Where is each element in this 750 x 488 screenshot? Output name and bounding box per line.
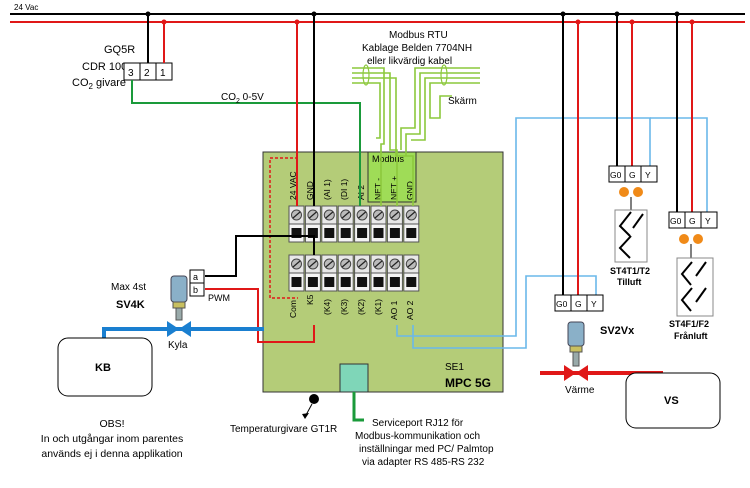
service-port-text: Serviceport RJ12 för Modbus-kommunikatio…: [355, 418, 494, 468]
screw-terminal: [370, 254, 387, 292]
terminal-modbus-gnd: GND: [405, 181, 415, 200]
rj12-port: [339, 363, 369, 393]
co2-sensor-name: GQ5R: [104, 44, 135, 56]
svg-text:G: G: [575, 299, 582, 309]
co2-terminal-3: 3: [128, 68, 134, 79]
sv4k-max: Max 4st: [111, 282, 146, 293]
screw-terminal: [403, 254, 420, 292]
svg-text:G0: G0: [610, 170, 622, 180]
svg-text:VS: VS: [664, 395, 679, 407]
screw-terminal: [337, 205, 354, 243]
svg-text:Temperaturgivare GT1R: Temperaturgivare GT1R: [230, 424, 337, 435]
screw-terminal: [370, 205, 387, 243]
svg-text:Modbus-kommunikation och: Modbus-kommunikation och: [355, 431, 480, 442]
terminal-net-plus: NET +: [389, 176, 399, 200]
svg-text:G: G: [689, 216, 696, 226]
box-kb: KB: [57, 337, 153, 397]
co2-terminal-2: 2: [144, 68, 150, 79]
supply-label: 24 Vac: [14, 3, 38, 12]
screw-terminal: [354, 205, 371, 243]
controller-model: MPC 5G: [445, 376, 491, 390]
supply-rails: 24 Vac: [10, 3, 745, 23]
actuator-sv2vx: G0 G Y SV2Vx: [554, 294, 635, 367]
modbus-text: Modbus RTU Kablage Belden 7704NH eller l…: [362, 30, 477, 107]
screw-terminal: [304, 205, 321, 243]
internal-link: [269, 157, 298, 299]
terminal-k3: (K3): [339, 299, 349, 315]
terminal-k5: K5: [305, 294, 315, 305]
screw-terminal: [386, 205, 403, 243]
sv4k-name: SV4K: [116, 299, 145, 311]
screw-terminal: [304, 254, 321, 292]
svg-text:CO2 0-5V: CO2 0-5V: [221, 92, 264, 105]
screw-terminal: [337, 254, 354, 292]
screw-terminal: [403, 205, 420, 243]
terminal-k4: (K4): [322, 299, 332, 315]
sv4k-terminal-b: b: [193, 285, 198, 295]
wiring: [131, 11, 708, 422]
terminal-di1: (DI 1): [339, 179, 349, 200]
cooling-label: Kyla: [168, 340, 188, 351]
damper-exhaust: G0 G Y ST4F1/F2 Frånluft: [668, 211, 718, 341]
damper-supply-name: ST4T1/T2: [610, 266, 650, 276]
svg-text:Y: Y: [705, 216, 711, 226]
damper-exhaust-desc: Frånluft: [674, 331, 708, 341]
temp-sensor-gt1r: Temperaturgivare GT1R: [230, 394, 337, 435]
box-vs: VS: [625, 372, 721, 429]
co2-signal-label: CO2 0-5V: [221, 92, 264, 105]
controller-id: SE1: [445, 362, 464, 373]
terminal-k1: (K1): [373, 299, 383, 315]
co2-sensor: GQ5R CDR 100V CO2 givare 3 2 1: [72, 44, 173, 91]
notes: OBS! In och utgångar inom parentes använ…: [41, 418, 183, 460]
damper-supply: G0 G Y ST4T1/T2 Tilluft: [608, 165, 658, 287]
svg-text:Y: Y: [645, 170, 651, 180]
co2-terminal-1: 1: [160, 68, 166, 79]
svg-text:Modbus RTU: Modbus RTU: [389, 30, 448, 41]
screw-terminal: [354, 254, 371, 292]
sv4k-pwm: PWM: [208, 293, 230, 303]
screw-terminal: [288, 205, 305, 243]
cooling-pipe: Kyla: [102, 321, 264, 351]
shield-label: Skärm: [448, 96, 477, 107]
svg-text:OBS!: OBS!: [99, 418, 124, 430]
terminal-com: Com: [288, 300, 298, 318]
terminal-blocks: [288, 205, 420, 292]
sv4k-terminal-a: a: [193, 272, 198, 282]
svg-text:In och utgångar inom parentes: In och utgångar inom parentes: [41, 433, 183, 445]
svg-text:Serviceport RJ12 för: Serviceport RJ12 för: [372, 418, 464, 429]
screw-terminal: [288, 254, 305, 292]
svg-text:inställningar med PC/ Palmtop: inställningar med PC/ Palmtop: [359, 444, 494, 455]
terminal-k2: (K2): [356, 299, 366, 315]
screw-terminal: [321, 254, 338, 292]
sv2vx-name: SV2Vx: [600, 325, 635, 337]
screw-terminal: [386, 254, 403, 292]
terminal-gnd: GND: [305, 181, 315, 200]
svg-text:Kablage Belden 7704NH: Kablage Belden 7704NH: [362, 43, 472, 54]
svg-text:Y: Y: [591, 299, 597, 309]
screw-terminal: [321, 205, 338, 243]
terminal-net-minus: NET -: [373, 178, 383, 200]
actuator-sv4k: a b PWM Max 4st SV4K: [111, 269, 230, 321]
damper-exhaust-name: ST4F1/F2: [669, 319, 709, 329]
terminal-ai1: (AI 1): [322, 179, 332, 200]
svg-text:KB: KB: [95, 362, 111, 374]
heating-label: Värme: [565, 385, 595, 396]
modbus-cable: [352, 64, 480, 206]
svg-text:G0: G0: [670, 216, 682, 226]
svg-text:G0: G0: [556, 299, 568, 309]
co2-sensor-model: CDR 100V: [82, 61, 135, 73]
co2-sensor-type: CO2 givare: [72, 77, 126, 91]
terminal-ao2: AO 2: [405, 300, 415, 320]
svg-text:används ej i denna applikation: används ej i denna applikation: [41, 448, 182, 460]
damper-supply-desc: Tilluft: [617, 277, 641, 287]
terminal-ao1: AO 1: [389, 300, 399, 320]
modbus-label: Modbus: [372, 154, 405, 164]
svg-text:via adapter RS 485-RS 232: via adapter RS 485-RS 232: [362, 457, 485, 468]
terminal-24vac: 24 VAC: [288, 171, 298, 200]
svg-text:eller likvärdig kabel: eller likvärdig kabel: [367, 56, 452, 67]
svg-text:G: G: [629, 170, 636, 180]
